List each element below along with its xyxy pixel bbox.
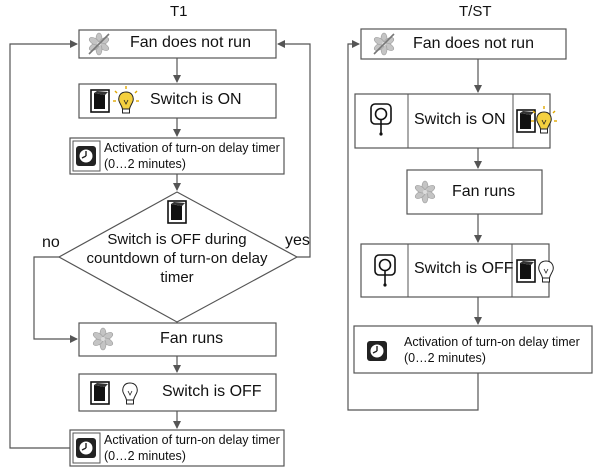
tst-connectors [347, 40, 482, 411]
tst-activation-label: Activation of turn-on delay timer (0…2 m… [404, 335, 580, 365]
tst-fan-not-run-box [360, 28, 567, 60]
tst-activation-box [353, 325, 593, 374]
t1-fan-runs-label: Fan runs [160, 330, 224, 347]
t1-fan-not-run-box [78, 29, 277, 59]
tst-fan-not-run-label: Fan does not run [413, 35, 534, 52]
t1-fan-not-run-label: Fan does not run [130, 34, 251, 51]
tst-fan-runs-box [406, 169, 543, 215]
tst-switch-on-box [354, 93, 558, 149]
wall-switch-icon [90, 89, 110, 113]
tst-title: T/ST [459, 3, 492, 20]
t1-decision-label: Switch is OFF during countdown of turn-o… [86, 231, 268, 286]
t1-activation-label-2: Activation of turn-on delay timer (0…2 m… [104, 433, 280, 463]
tst-switch-off-label: Switch is OFF [414, 260, 514, 277]
timer-icon [75, 437, 97, 459]
t1-switch-on-box [78, 83, 277, 119]
tst-switch-on-label: Switch is ON [414, 111, 506, 128]
t1-activation-label-1: Activation of turn-on delay timer (0…2 m… [104, 141, 280, 171]
t1-connectors [9, 40, 311, 449]
t1-no-label: no [42, 234, 60, 251]
timer-icon [75, 145, 97, 167]
tst-fan-runs-label: Fan runs [452, 183, 516, 200]
wall-switch-icon [516, 259, 536, 283]
t1-yes-label: yes [285, 232, 310, 249]
t1-activation-box-2 [69, 429, 285, 467]
t1-switch-on-label: Switch is ON [150, 91, 242, 108]
t1-switch-off-label: Switch is OFF [162, 383, 262, 400]
wall-switch-icon [90, 381, 110, 405]
wall-switch-icon [167, 200, 187, 224]
t1-title: T1 [170, 3, 188, 20]
tst-switch-off-box [360, 243, 554, 298]
timer-icon [366, 340, 388, 362]
